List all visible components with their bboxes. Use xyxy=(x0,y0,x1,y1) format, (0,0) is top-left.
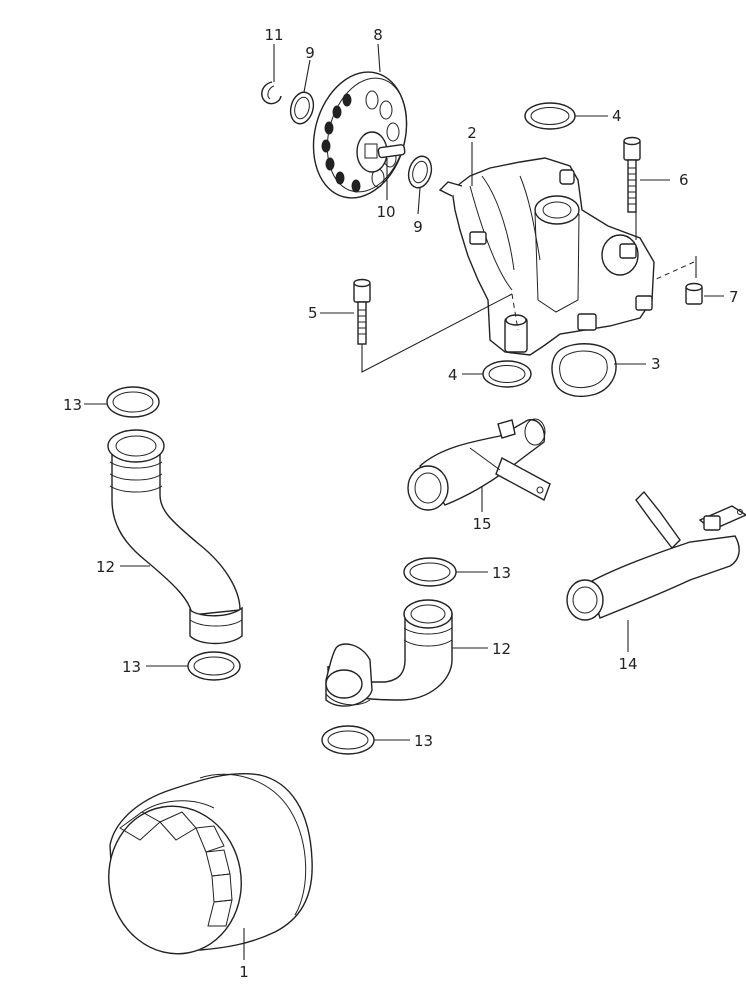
part-9-washer-lower xyxy=(407,155,433,189)
callout-5: 5 xyxy=(308,304,318,322)
part-13-o-ring-mid-right xyxy=(403,557,457,587)
callout-15: 15 xyxy=(472,515,491,533)
part-15-pipe-with-bracket xyxy=(407,418,551,511)
part-4-o-ring-lower xyxy=(482,360,532,388)
part-13-o-ring-top-left xyxy=(106,386,160,418)
callout-11: 11 xyxy=(264,26,283,44)
callout-3: 3 xyxy=(651,355,661,373)
part-10-pin xyxy=(377,144,406,159)
part-2-oil-pump-body xyxy=(438,157,655,356)
part-13-o-ring-bottom xyxy=(321,725,375,755)
part-1-oil-filter xyxy=(108,772,313,955)
callout-8: 8 xyxy=(373,26,383,44)
callout-6: 6 xyxy=(679,171,689,189)
callout-9-upper: 9 xyxy=(305,44,315,62)
callout-13-mid-left: 13 xyxy=(122,658,141,676)
callout-10: 10 xyxy=(376,203,395,221)
callout-14: 14 xyxy=(618,655,637,673)
part-9-washer-upper xyxy=(289,91,315,125)
callout-4-upper: 4 xyxy=(612,107,622,125)
part-4-o-ring-upper xyxy=(524,102,576,130)
part-3-gasket xyxy=(551,343,617,398)
callout-12-left: 12 xyxy=(96,558,115,576)
part-12-oil-pipe-left xyxy=(107,429,243,645)
callout-4-lower: 4 xyxy=(448,366,458,384)
callout-9-lower: 9 xyxy=(413,218,423,236)
part-7-dowel xyxy=(685,282,703,305)
part-13-o-ring-mid-left xyxy=(187,651,241,681)
part-11-circlip xyxy=(261,81,282,105)
callout-2: 2 xyxy=(467,124,477,142)
callout-13-bottom: 13 xyxy=(414,732,433,750)
callout-labels: 11 9 8 10 9 4 2 6 7 5 3 4 13 12 13 15 13… xyxy=(63,26,739,981)
callout-1: 1 xyxy=(239,963,249,981)
part-12-oil-pipe-center xyxy=(325,599,453,707)
callout-13-top-left: 13 xyxy=(63,396,82,414)
part-8-pump-gear xyxy=(312,71,408,199)
callout-13-mid-right: 13 xyxy=(492,564,511,582)
part-14-pipe-with-bracket xyxy=(566,490,746,621)
callout-7: 7 xyxy=(729,288,739,306)
part-6-bolt xyxy=(623,136,641,213)
part-5-bolt xyxy=(353,278,371,345)
leader-lines xyxy=(84,43,724,960)
callout-12-center: 12 xyxy=(492,640,511,658)
